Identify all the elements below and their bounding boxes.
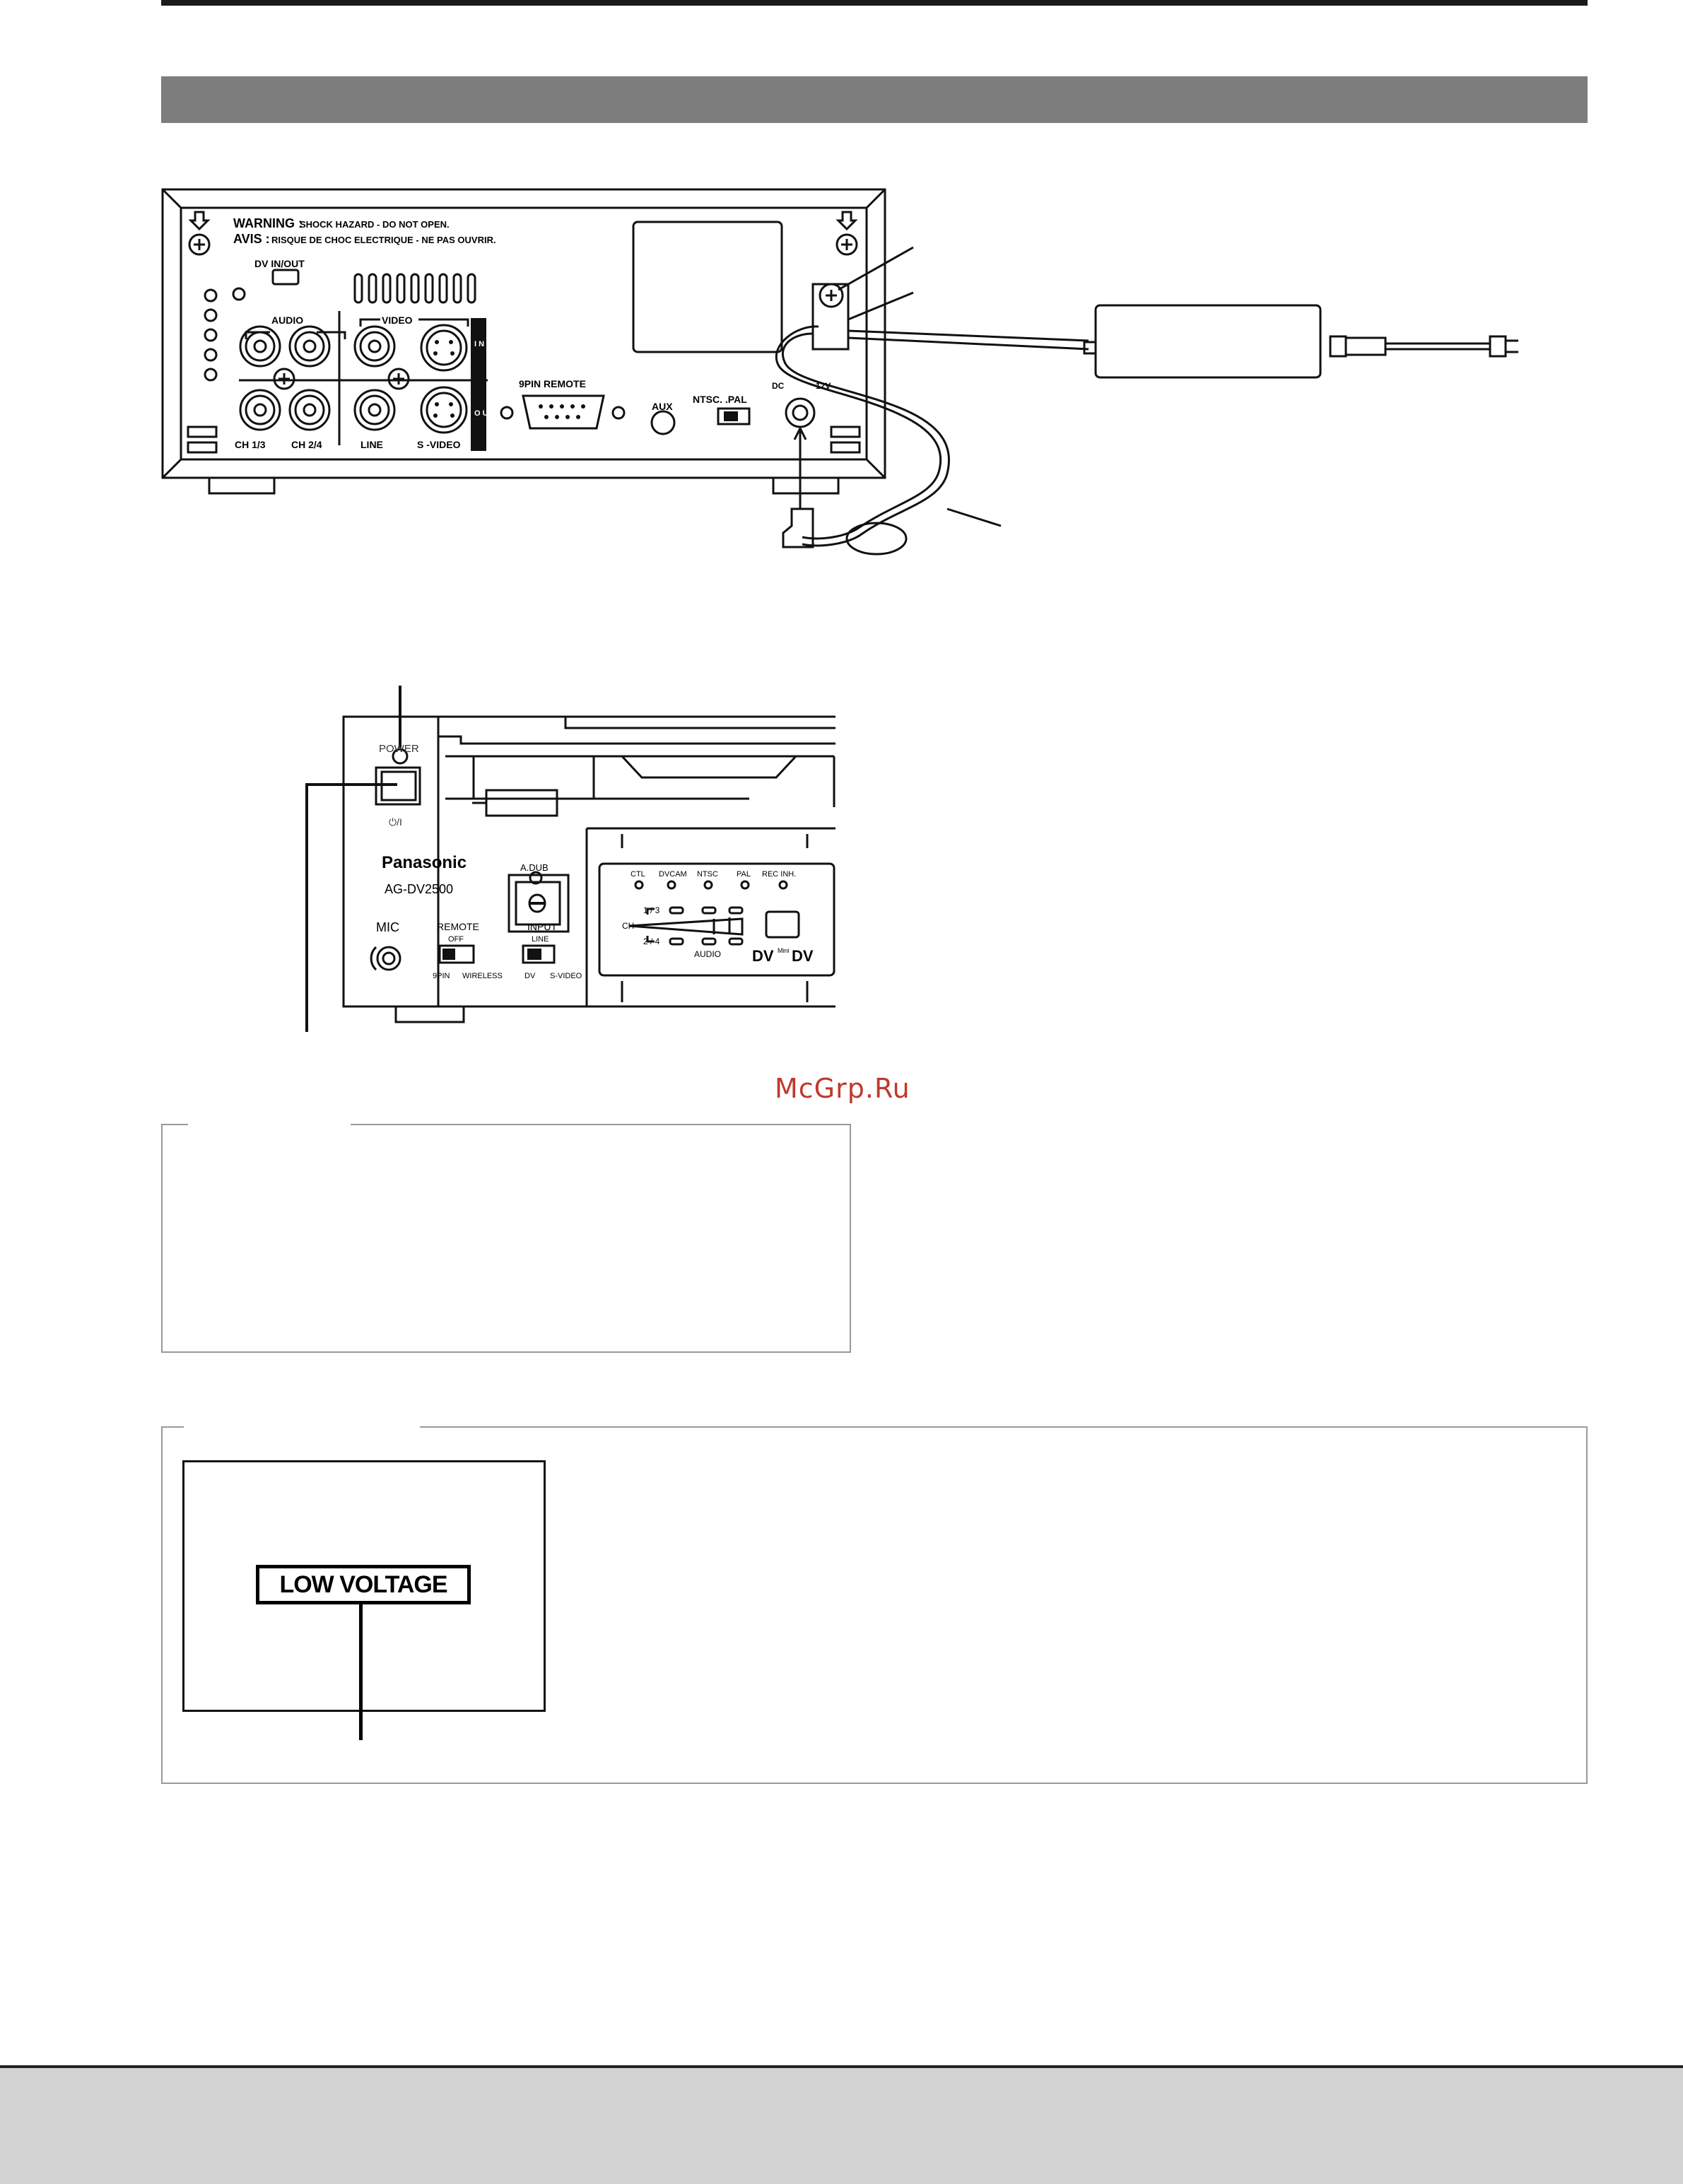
remote-off-label: OFF (448, 935, 464, 944)
pal-indicator-label: PAL (737, 870, 751, 879)
input-label: INPUT (527, 921, 557, 932)
model-label: AG-DV2500 (385, 882, 453, 896)
dc-label: DC (772, 381, 785, 391)
avis-label: AVIS : (233, 232, 270, 246)
dc-12v-label: 12V (816, 381, 831, 391)
audio-label: AUDIO (271, 315, 303, 326)
remote-wireless-label: WIRELESS (462, 972, 503, 980)
low-voltage-leader-line (359, 1604, 363, 1740)
remote-label: REMOTE (437, 921, 479, 932)
ntsc-indicator-label: NTSC (697, 870, 718, 879)
remote-9pin-label: 9PIN (433, 972, 450, 980)
warning-label: WARNING : (233, 216, 303, 230)
low-voltage-message: LOW VOLTAGE (256, 1565, 471, 1604)
input-s-video-label: S-VIDEO (550, 972, 582, 980)
dv-in-out-label: DV IN/OUT (254, 258, 305, 269)
top-rule (161, 0, 1588, 6)
power-indicator-label: POWER (379, 743, 419, 755)
rec-inh-indicator-label: REC INH. (762, 870, 796, 879)
power-switch-symbol: ⏻/I (389, 816, 402, 828)
audio-meter-label: AUDIO (694, 949, 721, 959)
a-dub-label: A.DUB (520, 862, 549, 873)
watermark: McGrp.Ru (775, 1073, 910, 1104)
dvcam-indicator-label: DVCAM (659, 870, 687, 879)
note-box (161, 1123, 851, 1353)
in-label: I N (474, 340, 484, 348)
front-panel-illustration: POWER ⏻/I Panasonic AG-DV2500 A.DUB MIC … (305, 686, 835, 1032)
section-header-band (161, 76, 1588, 123)
rear-panel-illustration: WARNING : SHOCK HAZARD - DO NOT OPEN. AV… (161, 188, 1518, 556)
s-video-label: S -VIDEO (417, 439, 461, 450)
ctl-indicator-label: CTL (631, 870, 645, 879)
minidv-logo: DV (792, 947, 814, 965)
mini-logo-text: Mini (778, 947, 790, 954)
mic-label: MIC (376, 920, 399, 934)
9pin-remote-label: 9PIN REMOTE (519, 378, 586, 389)
ch-label: CH (622, 921, 634, 931)
ch24-label: CH 2/4 (291, 439, 322, 450)
dv-logo: DV (752, 947, 774, 965)
avis-text: RISQUE DE CHOC ELECTRIQUE - NE PAS OUVRI… (271, 235, 496, 245)
ntsc-pal-label: NTSC. .PAL (693, 394, 747, 405)
ch13-label: CH 1/3 (235, 439, 266, 450)
out-label: O U T (474, 409, 495, 418)
warning-text: SHOCK HAZARD - DO NOT OPEN. (300, 219, 450, 230)
low-voltage-box (161, 1426, 1588, 1784)
ch13-meter-label: 1 / 3 (643, 905, 660, 915)
ch24-meter-label: 2 / 4 (643, 937, 660, 946)
line-label: LINE (360, 439, 383, 450)
aux-label: AUX (652, 401, 673, 412)
footer-band (0, 2065, 1683, 2184)
input-dv-label: DV (524, 972, 536, 980)
input-line-label: LINE (532, 935, 549, 944)
video-label: VIDEO (382, 315, 413, 326)
brand-label: Panasonic (382, 853, 467, 872)
